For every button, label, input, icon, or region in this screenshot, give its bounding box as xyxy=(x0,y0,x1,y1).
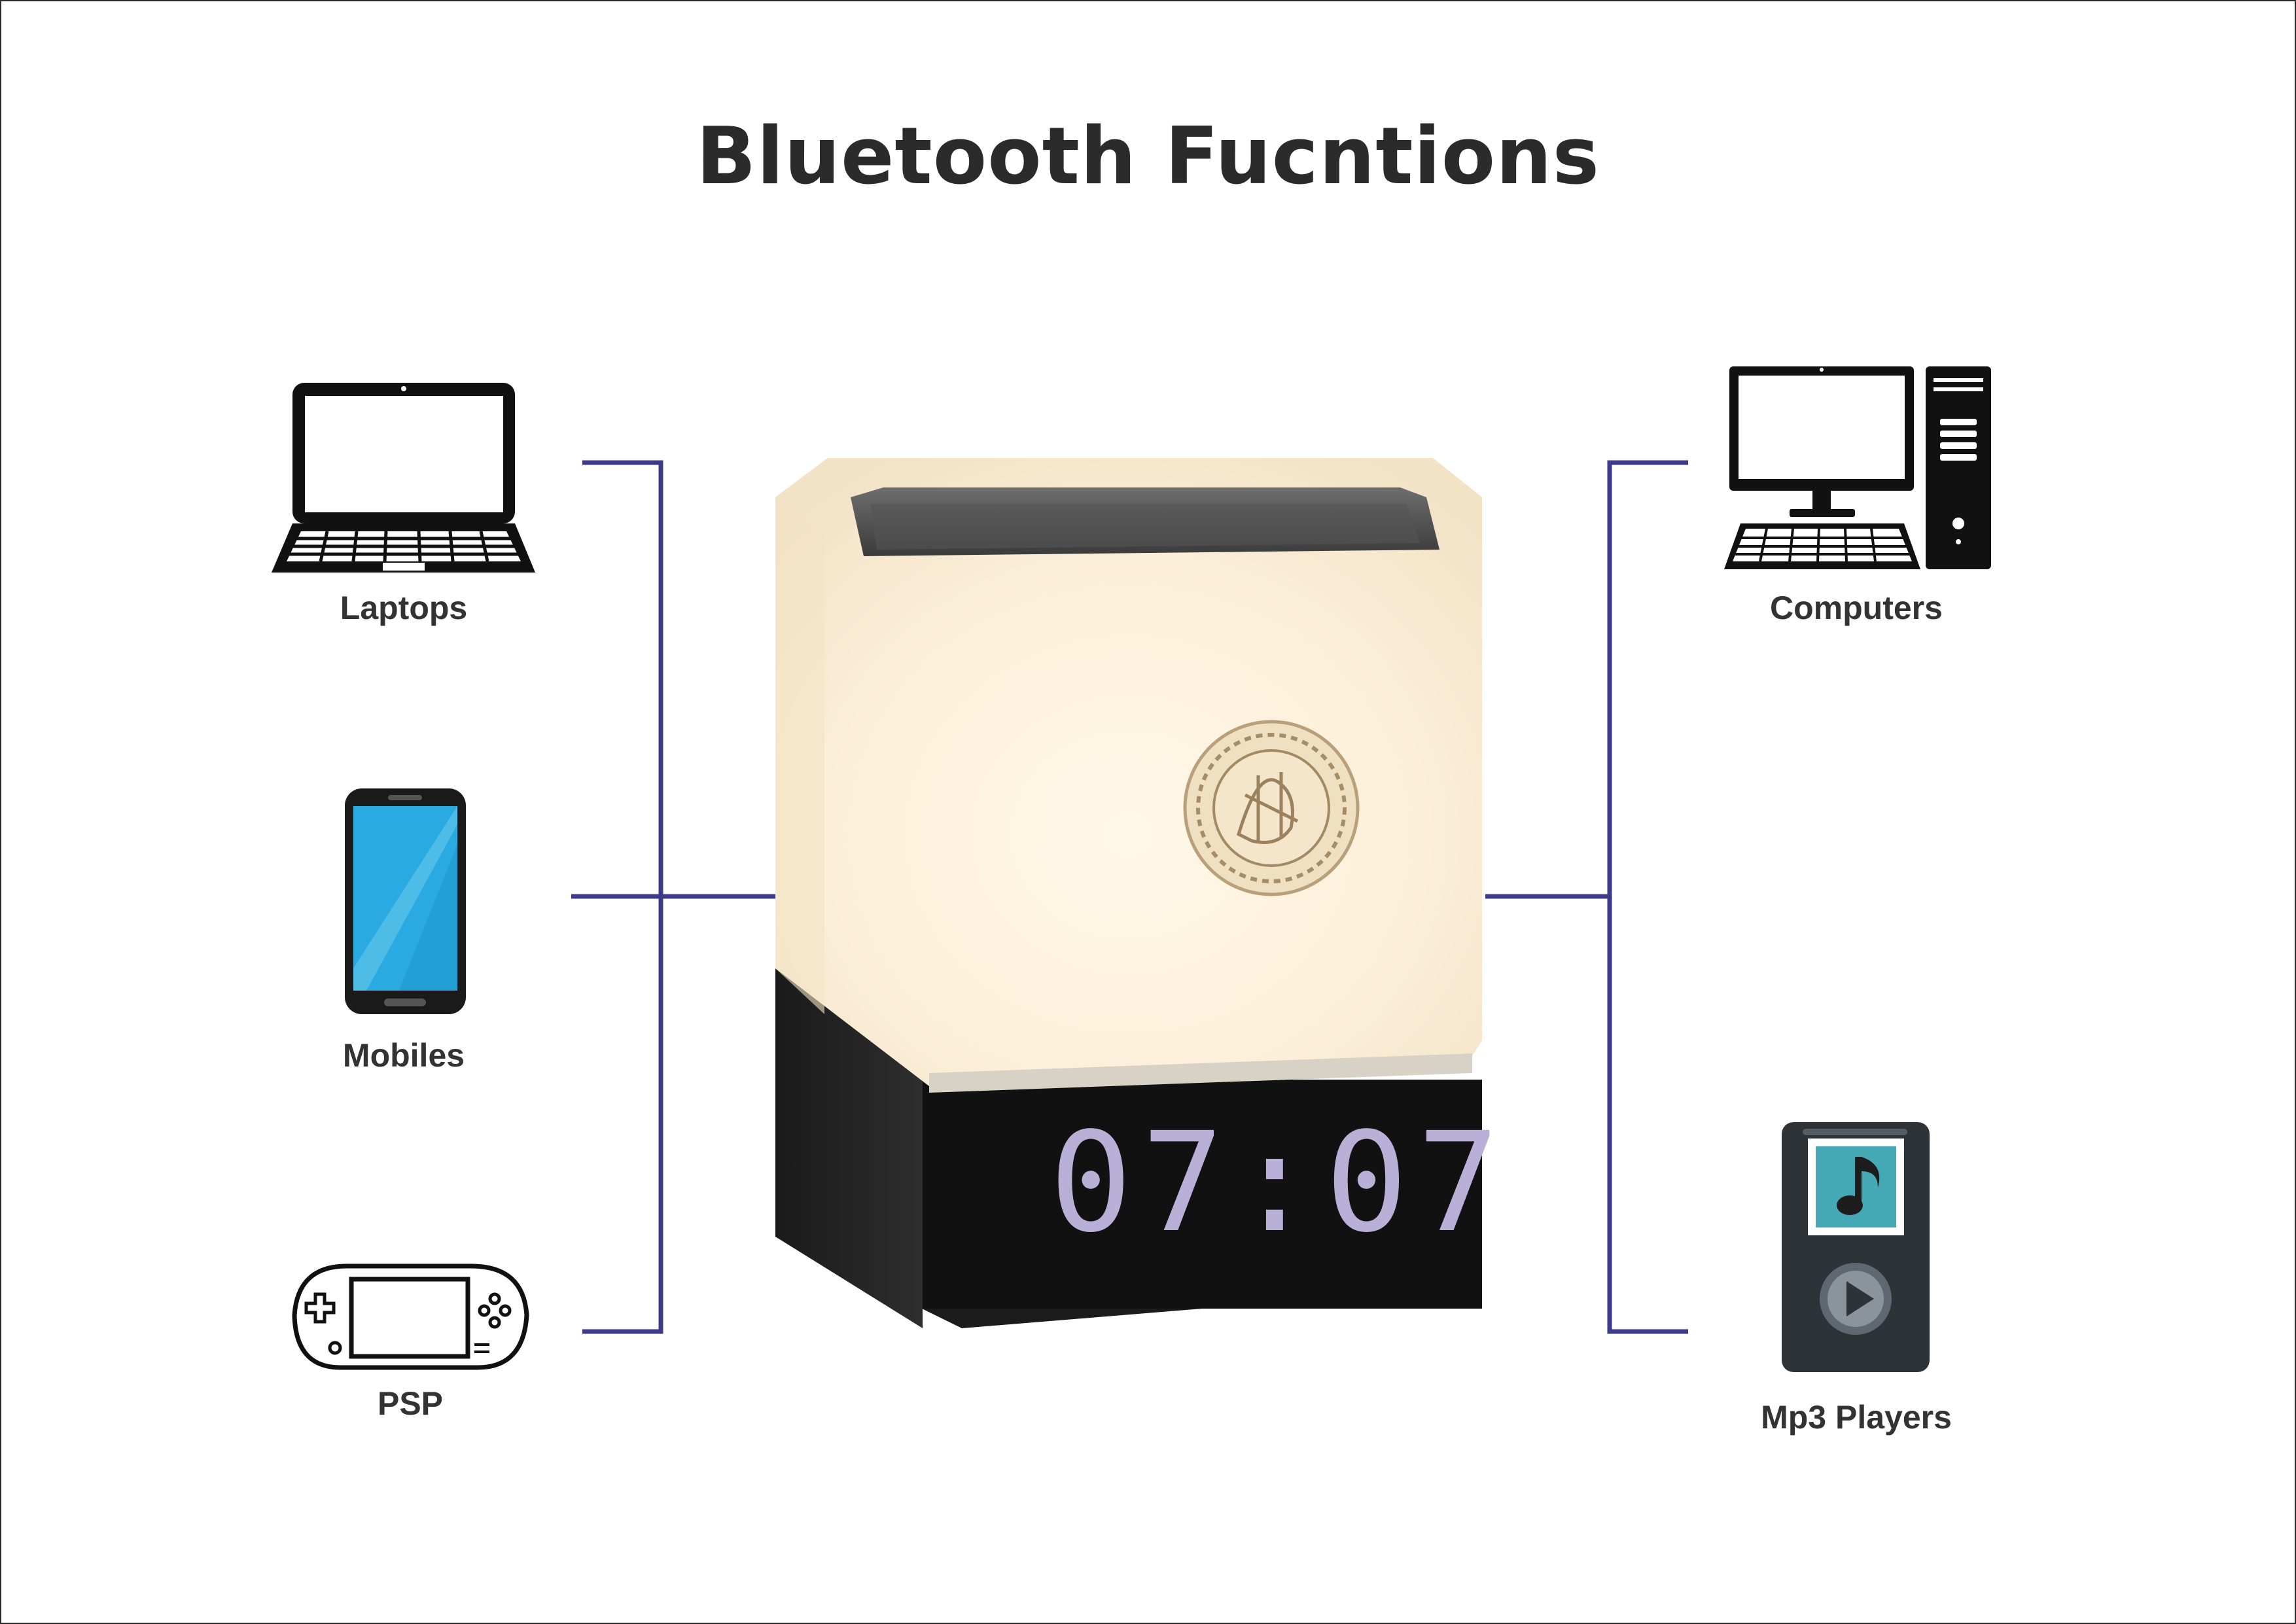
lamp-body xyxy=(775,458,1482,1086)
music-note-icon xyxy=(1837,1157,1880,1215)
mp3-player-icon xyxy=(1782,1122,1930,1372)
device-label-psp: PSP xyxy=(378,1385,443,1422)
left-connector xyxy=(571,460,775,1334)
play-icon xyxy=(1846,1281,1874,1316)
psp-console-icon xyxy=(292,1263,529,1370)
desktop-computer-icon xyxy=(1724,366,1991,569)
quran-speaker-lamp: 07:07 xyxy=(775,458,1509,1328)
device-label-mobiles: Mobiles xyxy=(343,1037,465,1074)
device-label-computers: Computers xyxy=(1770,590,1943,626)
mobile-phone-icon xyxy=(345,788,466,1014)
page-title: Bluetooth Fucntions xyxy=(696,111,1600,202)
right-connector xyxy=(1485,460,1688,1334)
quran-calligraphy-emblem xyxy=(1183,720,1360,896)
laptop-icon xyxy=(272,383,535,573)
clock-display: 07:07 xyxy=(1050,1103,1509,1263)
device-label-laptops: Laptops xyxy=(340,590,467,626)
device-label-mp3-players: Mp3 Players xyxy=(1761,1399,1952,1436)
svg-text:07:07: 07:07 xyxy=(1050,1103,1509,1263)
